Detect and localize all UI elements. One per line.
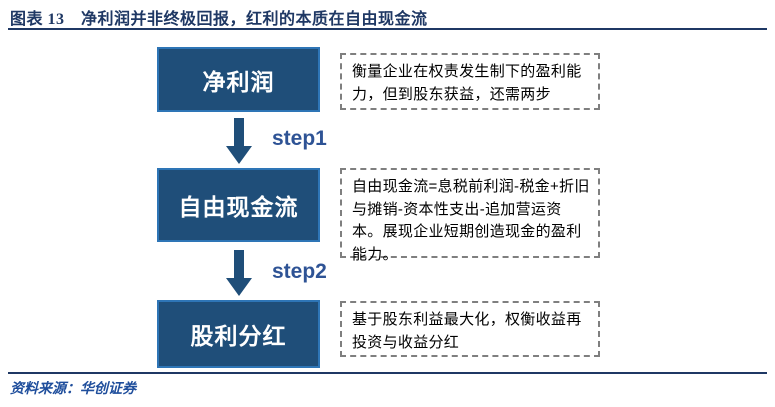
- flow-node-label: 净利润: [202, 68, 275, 95]
- flow-node-net-profit[interactable]: 净利润: [157, 47, 320, 112]
- flow-note-text: 基于股东利益最大化，权衡收益再投资与收益分红: [352, 311, 582, 351]
- flow-node-dividend[interactable]: 股利分红: [157, 300, 320, 368]
- flow-node-free-cash-flow[interactable]: 自由现金流: [157, 168, 320, 242]
- flow-note-dividend: 基于股东利益最大化，权衡收益再投资与收益分红: [340, 301, 600, 357]
- flow-note-net-profit: 衡量企业在权责发生制下的盈利能力，但到股东获益，还需两步: [340, 53, 600, 110]
- flow-note-text: 衡量企业在权责发生制下的盈利能力，但到股东获益，还需两步: [352, 63, 582, 103]
- title-divider: [8, 28, 767, 30]
- flow-node-label: 自由现金流: [178, 194, 299, 220]
- footer-divider: [8, 372, 767, 374]
- flow-note-free-cash-flow: 自由现金流=息税前利润-税金+折旧与摊销-资本性支出-追加营运资本。展现企业短期…: [340, 168, 600, 263]
- figure-source: 资料来源：华创证券: [10, 382, 136, 397]
- arrow-down-icon-step1: [224, 118, 254, 166]
- flow-node-label: 股利分红: [190, 323, 287, 349]
- arrow-down-icon-step2: [224, 250, 254, 298]
- flow-note-text: 自由现金流=息税前利润-税金+折旧与摊销-资本性支出-追加营运资本。展现企业短期…: [352, 178, 590, 263]
- step-label-1: step1: [272, 127, 327, 150]
- step-label-2: step2: [272, 260, 327, 283]
- page-title: 图表 13 净利润并非终极回报，红利的本质在自由现金流: [10, 11, 428, 28]
